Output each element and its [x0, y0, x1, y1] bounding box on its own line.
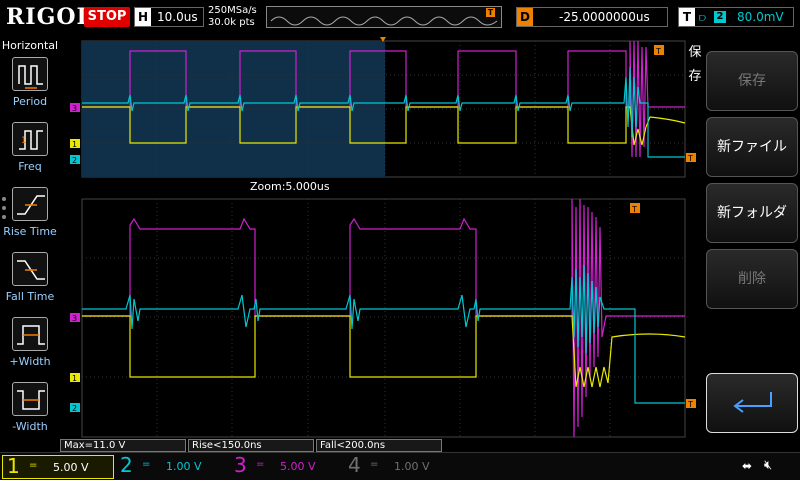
- channel-4-value: 1.00 V: [394, 460, 430, 473]
- trigger-source-badge: 2: [714, 11, 726, 23]
- rigol-logo: RIGOL: [6, 4, 93, 30]
- horizontal-measure-menu: Horizontal Period 1 Freq Rise Time Fall …: [0, 37, 60, 437]
- top-status-bar: RIGOL STOP H 10.0us 250MSa/s 30.0k pts T…: [0, 0, 800, 36]
- svg-text:1: 1: [72, 140, 77, 149]
- period-label: Period: [12, 95, 48, 108]
- channel-2-number: 2: [120, 453, 133, 477]
- channel-2-scale[interactable]: 2 = 1.00 V: [116, 453, 228, 479]
- trigger-display[interactable]: T ⫐ 2 80.0mV: [678, 7, 794, 27]
- svg-text:2: 2: [72, 404, 77, 413]
- channel-1-number: 1: [7, 454, 20, 478]
- sample-rate: 250MSa/s: [208, 5, 257, 16]
- memory-overview-window[interactable]: T: [266, 6, 502, 28]
- menu-page-dots: [2, 197, 8, 224]
- measure-rise-time[interactable]: Rise Time: [0, 187, 60, 251]
- timebase-display[interactable]: H 10.0us: [134, 7, 204, 27]
- usb-icon: ⬌: [742, 459, 753, 473]
- zoom-timebase-label: Zoom:5.000us: [250, 180, 330, 193]
- delay-display[interactable]: D -25.0000000us: [516, 7, 668, 27]
- dc-coupling-icon: =: [142, 459, 151, 470]
- channel-3-value: 5.00 V: [280, 460, 316, 473]
- positive-width-label: +Width: [9, 355, 51, 368]
- svg-text:3: 3: [72, 104, 77, 113]
- positive-width-icon: [12, 317, 48, 351]
- channel-3-scale[interactable]: 3 = 5.00 V: [230, 453, 342, 479]
- freq-icon: 1: [12, 122, 48, 156]
- enter-icon: [733, 392, 772, 413]
- svg-text:T: T: [687, 154, 693, 163]
- delay-value: -25.0000000us: [559, 10, 650, 24]
- rise-time-icon: [12, 187, 48, 221]
- delete-button[interactable]: 削除: [706, 249, 798, 309]
- channel-2-value: 1.00 V: [166, 460, 202, 473]
- measure-period[interactable]: Period: [0, 57, 60, 121]
- delay-tag: D: [517, 8, 533, 26]
- svg-text:3: 3: [72, 314, 77, 323]
- waveform-canvas: 3 1 2 T T 3 1 2 T T: [70, 37, 696, 438]
- svg-text:T: T: [655, 47, 661, 56]
- svg-text:2: 2: [72, 156, 77, 165]
- measure-freq[interactable]: 1 Freq: [0, 122, 60, 186]
- negative-width-icon: [12, 382, 48, 416]
- timebase-value: 10.0us: [157, 10, 198, 24]
- svg-text:1: 1: [21, 136, 27, 146]
- fall-time-icon: [12, 252, 48, 286]
- channel-1-scale[interactable]: 1 = 5.00 V: [2, 454, 114, 479]
- trigger-tag: T: [679, 8, 695, 26]
- dc-coupling-icon: =: [370, 459, 379, 470]
- save-button[interactable]: 保存: [706, 51, 798, 111]
- measurement-rise[interactable]: Rise<150.0ns: [188, 439, 314, 452]
- save-menu-panel: 保存 保存 新ファイル 新フォルダ 削除: [688, 37, 800, 439]
- freq-label: Freq: [18, 160, 42, 173]
- menu-title: Horizontal: [1, 39, 59, 52]
- acquisition-info: 250MSa/s 30.0k pts: [208, 5, 257, 29]
- enter-button[interactable]: [706, 373, 798, 433]
- zoom-region: [82, 41, 385, 177]
- fall-time-label: Fall Time: [5, 290, 55, 303]
- trigger-level: 80.0mV: [737, 10, 784, 24]
- dc-coupling-icon: =: [29, 460, 38, 471]
- measurement-strip: Max=11.0 V Rise<150.0ns Fall<200.0ns: [60, 439, 700, 452]
- rise-time-label: Rise Time: [3, 225, 57, 238]
- measure-positive-width[interactable]: +Width: [0, 317, 60, 381]
- rising-edge-icon: ⫐: [699, 10, 707, 24]
- measure-negative-width[interactable]: -Width: [0, 382, 60, 446]
- speaker-muted-icon[interactable]: 🔇︎: [764, 458, 773, 473]
- channel-1-value: 5.00 V: [53, 461, 89, 474]
- dc-coupling-icon: =: [256, 459, 265, 470]
- memory-trigger-marker: T: [486, 8, 495, 17]
- svg-text:1: 1: [72, 374, 77, 383]
- channel-4-number: 4: [348, 453, 361, 477]
- measurement-fall[interactable]: Fall<200.0ns: [316, 439, 442, 452]
- svg-text:T: T: [687, 400, 693, 409]
- svg-text:T: T: [631, 205, 637, 214]
- save-menu-title: 保存: [688, 41, 702, 101]
- memory-depth: 30.0k pts: [208, 17, 255, 28]
- new-folder-button[interactable]: 新フォルダ: [706, 183, 798, 243]
- memory-overview-waveform: [270, 16, 498, 26]
- channel-bar: 1 = 5.00 V 2 = 1.00 V 3 = 5.00 V 4 = 1.0…: [0, 452, 800, 480]
- run-stop-indicator[interactable]: STOP: [84, 7, 130, 27]
- period-icon: [12, 57, 48, 91]
- measure-fall-time[interactable]: Fall Time: [0, 252, 60, 316]
- channel-3-number: 3: [234, 453, 247, 477]
- negative-width-label: -Width: [12, 420, 48, 433]
- new-file-button[interactable]: 新ファイル: [706, 117, 798, 177]
- waveform-display[interactable]: 3 1 2 T T 3 1 2 T T Zoom:5.000us: [60, 37, 700, 439]
- measurement-max[interactable]: Max=11.0 V: [60, 439, 186, 452]
- channel-4-scale[interactable]: 4 = 1.00 V: [344, 453, 456, 479]
- timebase-tag: H: [135, 8, 151, 26]
